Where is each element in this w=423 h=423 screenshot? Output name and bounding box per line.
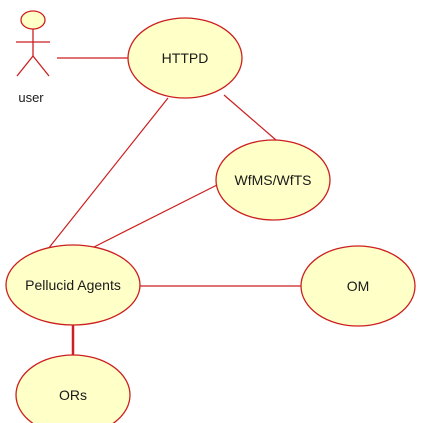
node-pellucid: Pellucid Agents <box>5 244 141 326</box>
edge-httpd-pellucid <box>47 97 169 250</box>
node-ors-shape <box>15 354 131 423</box>
edge-wfms-pellucid <box>89 183 220 250</box>
actor-label: user <box>18 90 44 105</box>
edges <box>47 57 301 356</box>
node-ors-label: ORs <box>59 387 87 403</box>
node-ors: ORs <box>15 354 131 423</box>
node-wfms-shape <box>215 139 331 221</box>
node-httpd-label: HTTPD <box>162 50 209 66</box>
stick-figure-icon <box>16 10 50 77</box>
node-wfms-label: WfMS/WfTS <box>235 172 312 188</box>
actor-head <box>20 10 46 30</box>
node-om: OM <box>300 245 416 327</box>
actor-left-leg <box>16 55 34 77</box>
edge-httpd-wfms <box>223 94 277 141</box>
node-om-shape <box>300 245 416 327</box>
node-httpd-shape <box>127 17 243 99</box>
node-om-label: OM <box>347 278 370 294</box>
node-wfms: WfMS/WfTS <box>215 139 331 221</box>
node-httpd: HTTPD <box>127 17 243 99</box>
node-pellucid-label: Pellucid Agents <box>25 277 121 293</box>
actor-user: user <box>16 10 50 105</box>
actor-right-leg <box>32 55 50 77</box>
node-pellucid-shape <box>5 244 141 326</box>
